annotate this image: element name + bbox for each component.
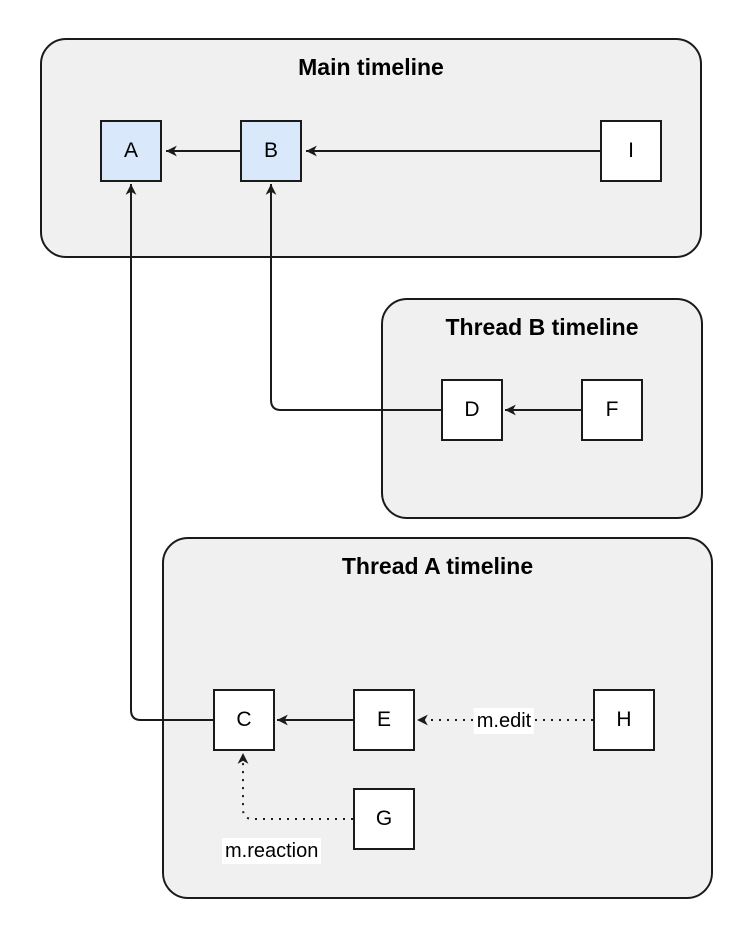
node-F: F [581, 379, 643, 441]
container-title-thread-b: Thread B timeline [445, 314, 639, 340]
edge-label-m-edit: m.edit [473, 708, 535, 734]
edge-label-m-reaction: m.reaction [222, 838, 322, 864]
node-A: A [100, 120, 162, 182]
node-B: B [240, 120, 302, 182]
container-title-thread-a: Thread A timeline [341, 553, 534, 579]
node-I: I [600, 120, 662, 182]
node-C: C [213, 689, 275, 751]
container-thread-b-timeline: Thread B timeline [381, 298, 703, 519]
node-D: D [441, 379, 503, 441]
node-G: G [353, 788, 415, 850]
node-E: E [353, 689, 415, 751]
container-title-main: Main timeline [298, 54, 444, 80]
node-H: H [593, 689, 655, 751]
